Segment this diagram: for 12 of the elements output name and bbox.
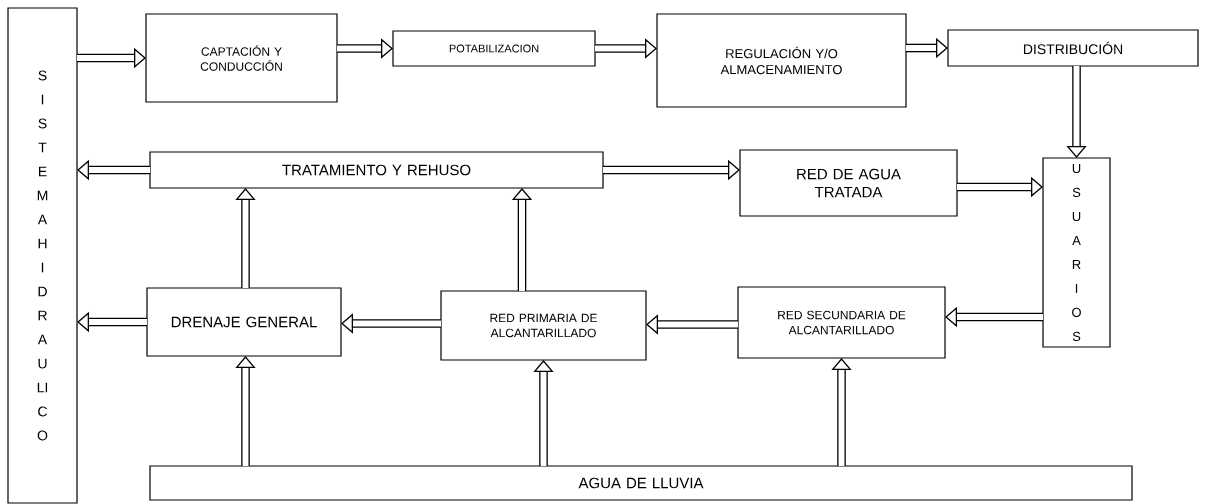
process-box: DRENAJE GENERAL: [146, 287, 342, 357]
process-box: RED PRIMARIA DE ALCANTARILLADO: [440, 290, 647, 361]
vertical-text-box: USUARIOS: [1042, 157, 1111, 348]
process-box: DISTRIBUCIÓN: [947, 29, 1199, 67]
process-box: AGUA DE LLUVIA: [149, 465, 1133, 501]
process-box: POTABILIZACION: [392, 30, 596, 67]
process-box: TRATAMIENTO Y REHUSO: [149, 151, 604, 189]
process-box: RED DE AGUA TRATADA: [739, 149, 958, 217]
process-box: CAPTACIÓN Y CONDUCCIÓN: [145, 13, 338, 103]
vertical-text-box: SISTEMA HIDRAULICO: [7, 7, 78, 504]
process-box: RED SECUNDARIA DE ALCANTARILLADO: [737, 286, 946, 359]
process-box: REGULACIÓN Y/O ALMACENAMIENTO: [656, 13, 907, 108]
